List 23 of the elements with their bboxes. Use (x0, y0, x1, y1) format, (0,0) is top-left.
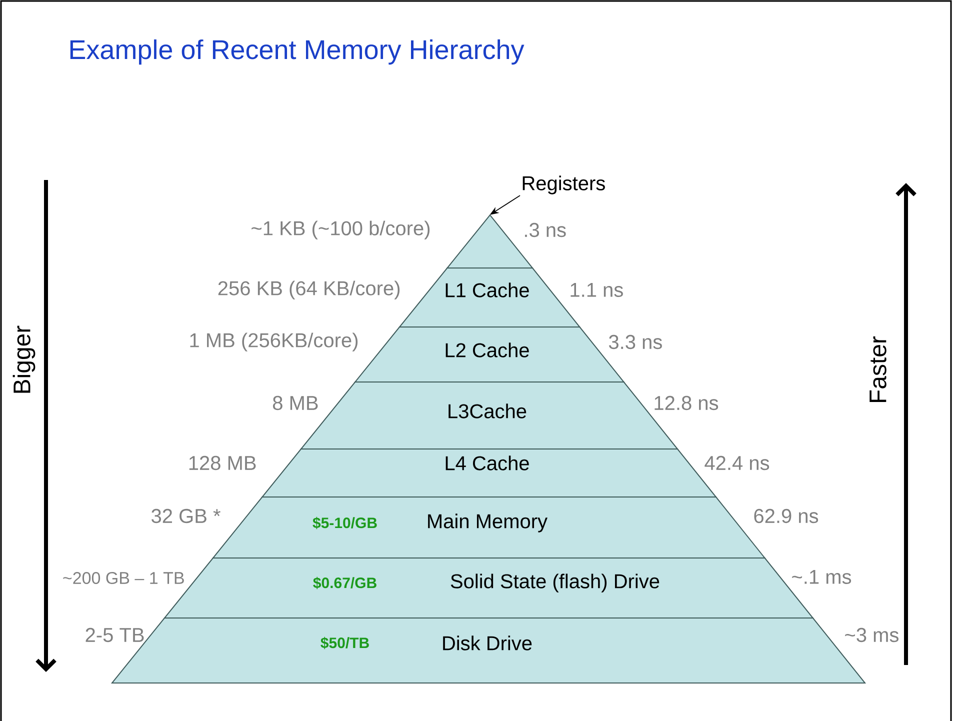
latency-label: 42.4 ns (704, 456, 770, 470)
latency-label: .3 ns (525, 222, 566, 238)
latency-label: ~.1 ms (792, 570, 852, 584)
latency-label: ~3 ms (845, 628, 898, 642)
axis-label: Faster (870, 336, 886, 402)
latency-label: 62.9 ns (754, 508, 818, 524)
size-label: 1 MB (256KB/core) (190, 332, 358, 352)
latency-label: 3.3 ns (608, 334, 662, 350)
size-label: 128 MB (189, 456, 256, 470)
latency-label: 1.1 ns (570, 283, 623, 297)
size-label: 32 GB * (152, 508, 220, 524)
price-label: $0.67/GB (313, 576, 376, 590)
price-label: $5-10/GB (312, 516, 377, 530)
size-label: 8 MB (272, 396, 318, 410)
price-label: $50/TB (320, 636, 369, 650)
size-label: 256 KB (64 KB/core) (218, 280, 400, 300)
latency-label: 12.8 ns (654, 396, 718, 410)
title: Example of Recent Memory Hierarchy (70, 39, 524, 65)
size-label: 2-5 TB (86, 628, 144, 642)
level-label: Registers (522, 176, 605, 194)
size-label: ~1 KB (~100 b/core) (252, 220, 430, 240)
axis-label: Bigger (12, 326, 36, 393)
size-label: ~200 GB – 1 TB (63, 572, 184, 584)
